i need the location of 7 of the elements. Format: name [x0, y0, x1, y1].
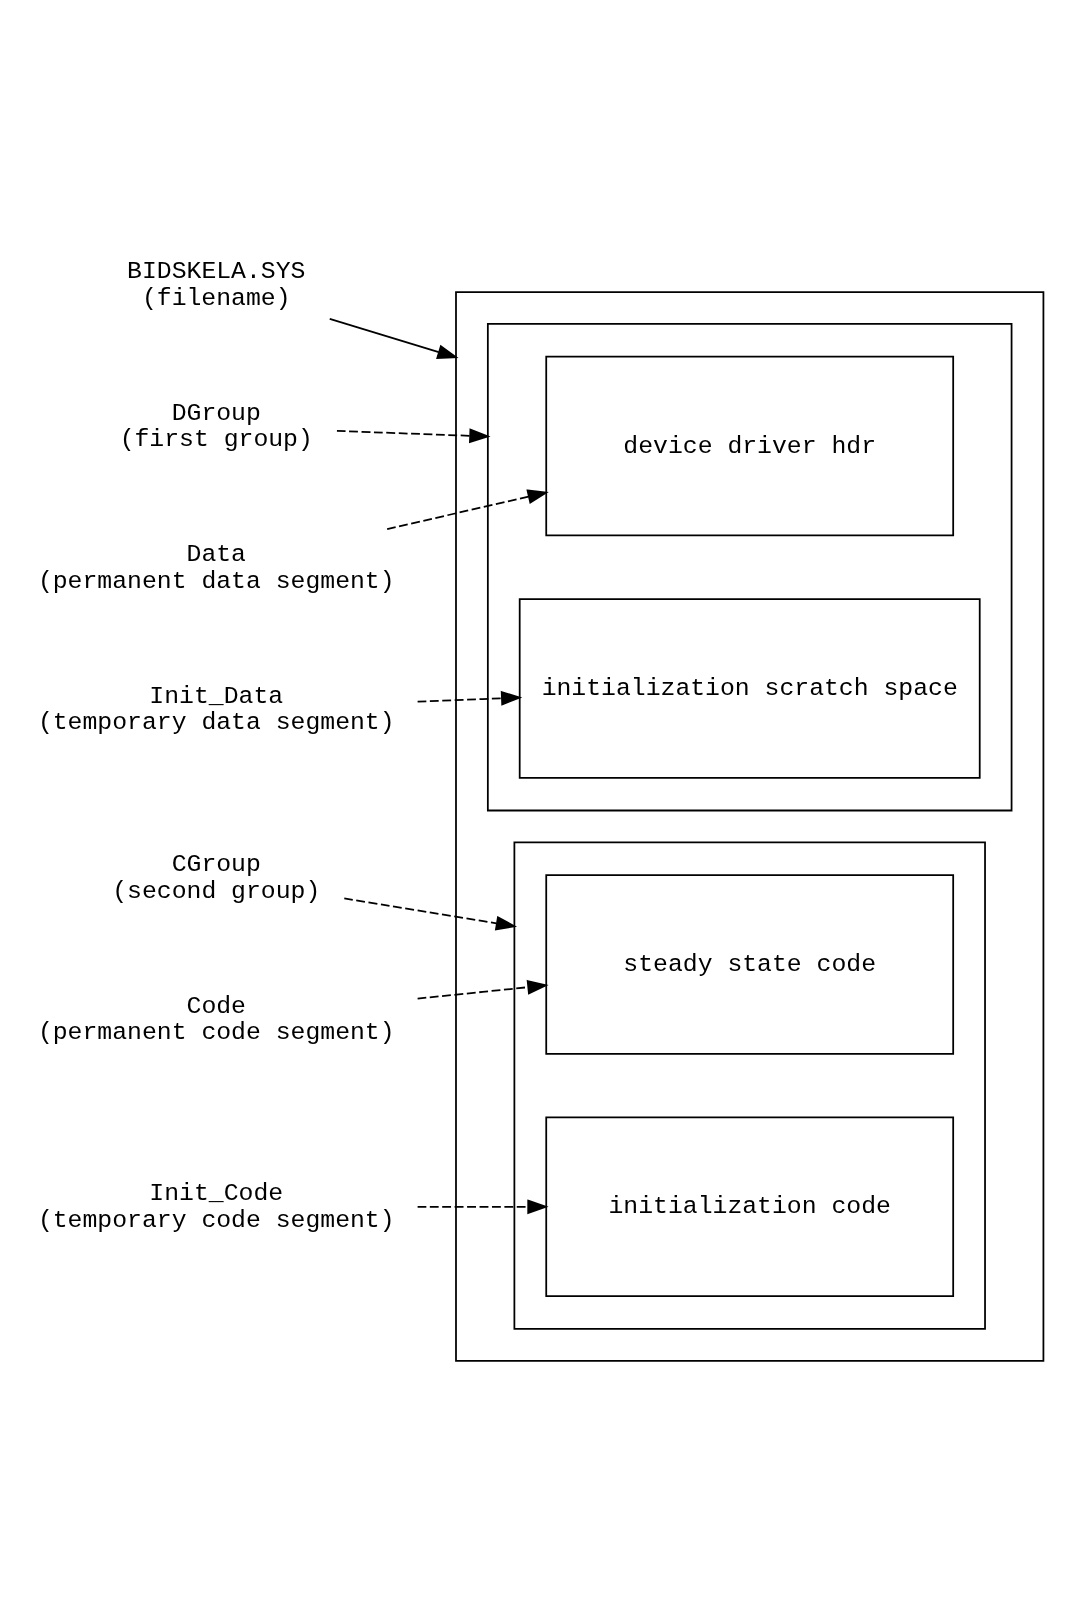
node-text: Data (permanent data segment) — [37, 540, 395, 595]
node-text: CGroup (second group) — [112, 850, 321, 905]
node-text: Init_Data (temporary data segment) — [37, 681, 395, 737]
node-text: Init_Code (temporary code segment) — [37, 1179, 395, 1234]
node-text: Code (permanent code segment) — [37, 991, 395, 1047]
node-text: DGroup (first group) — [119, 398, 313, 454]
node-text: BIDSKELA.SYS (filename) — [127, 257, 306, 312]
